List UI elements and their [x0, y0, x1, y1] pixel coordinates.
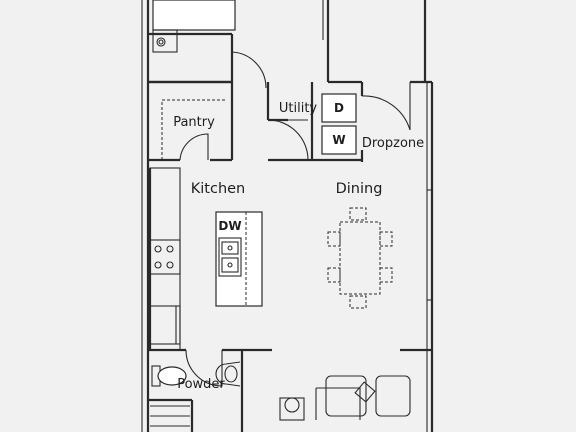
- stairs: [150, 405, 190, 427]
- kitchen-counter: [148, 167, 181, 351]
- right-exterior-wall: [400, 82, 434, 432]
- room-label-utility: Utility: [279, 101, 318, 116]
- washer-label: W: [332, 133, 345, 147]
- powder-walls: [148, 348, 272, 432]
- room-label-dropzone: Dropzone: [362, 136, 424, 151]
- toilet: [151, 365, 187, 387]
- door-swing-pantry: [179, 133, 209, 161]
- pantry-shelving: [161, 99, 226, 160]
- living-furniture: [279, 375, 411, 421]
- dishwasher-label: DW: [218, 219, 241, 233]
- sink: [215, 361, 241, 387]
- room-label-powder: Powder: [177, 377, 225, 392]
- upper-walls: [141, 0, 432, 432]
- room-label-pantry: Pantry: [173, 115, 215, 130]
- washer: [321, 125, 357, 155]
- kitchen-island: [215, 211, 263, 307]
- door-swing-top: [231, 51, 267, 89]
- dryer: [321, 93, 357, 123]
- dining-table: [327, 207, 393, 309]
- door-swing-utility: [267, 119, 309, 161]
- dryer-label: D: [334, 101, 344, 115]
- room-label-kitchen: Kitchen: [191, 181, 246, 197]
- door-swing-dropzone: [361, 82, 411, 131]
- room-label-dining: Dining: [336, 181, 383, 197]
- laundry-unit-top: [152, 0, 236, 53]
- door-swing-powder: [185, 349, 223, 387]
